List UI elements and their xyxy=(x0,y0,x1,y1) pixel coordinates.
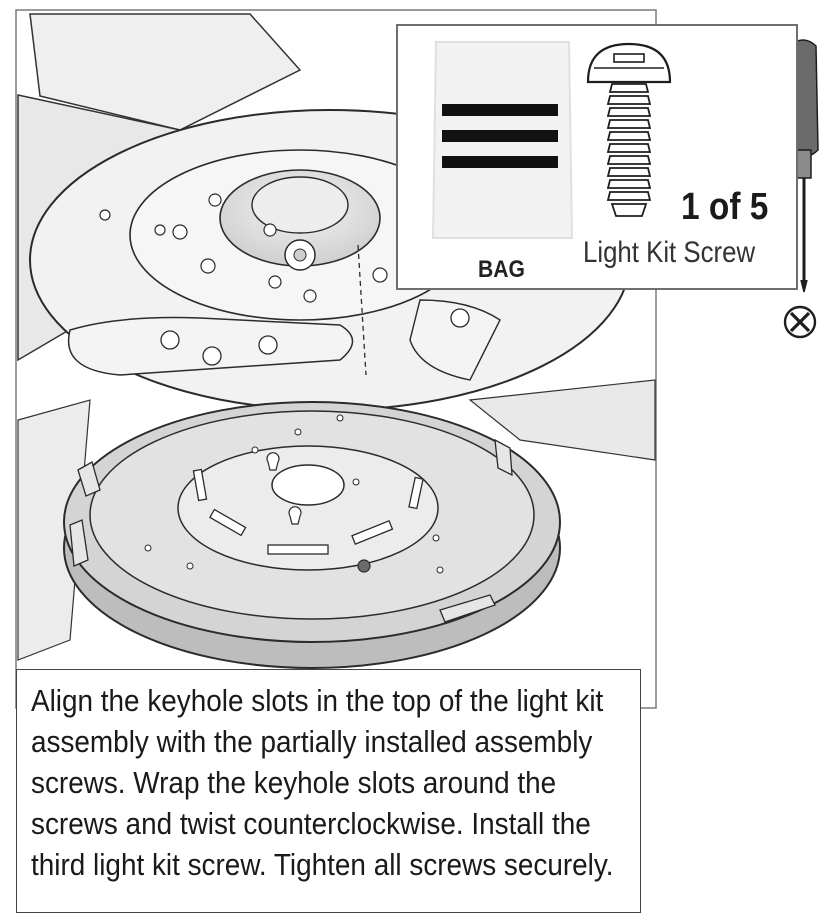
wire-slots xyxy=(192,468,424,555)
fan-blade-lower-left xyxy=(17,399,91,661)
fan-blade-top xyxy=(29,13,302,131)
light-kit-plate xyxy=(177,445,439,571)
alignment-guide-1 xyxy=(357,244,367,376)
motor-hub-top xyxy=(251,176,349,234)
blade-arm xyxy=(67,316,354,376)
screw-count: 1 of 5 xyxy=(681,186,769,228)
phillips-tip-icon xyxy=(783,305,817,339)
screw-icon xyxy=(586,42,672,217)
motor-screws xyxy=(99,193,388,303)
bag-icon xyxy=(431,41,574,239)
blade-arm-right xyxy=(409,299,501,381)
keyhole-slot-1 xyxy=(266,452,280,471)
blade-arm-screws xyxy=(160,330,278,366)
bag-label: BAG xyxy=(478,256,525,283)
part-name: Light Kit Screw xyxy=(583,236,756,269)
fan-blade-right xyxy=(468,379,656,461)
keyhole-slot-2 xyxy=(288,506,302,525)
instruction-text: Align the keyhole slots in the top of th… xyxy=(31,683,614,882)
installed-screw xyxy=(357,559,371,573)
pan-clips xyxy=(69,438,513,623)
pan-holes xyxy=(144,414,444,574)
center-hole xyxy=(271,464,345,506)
instruction-box: Align the keyhole slots in the top of th… xyxy=(16,669,641,913)
